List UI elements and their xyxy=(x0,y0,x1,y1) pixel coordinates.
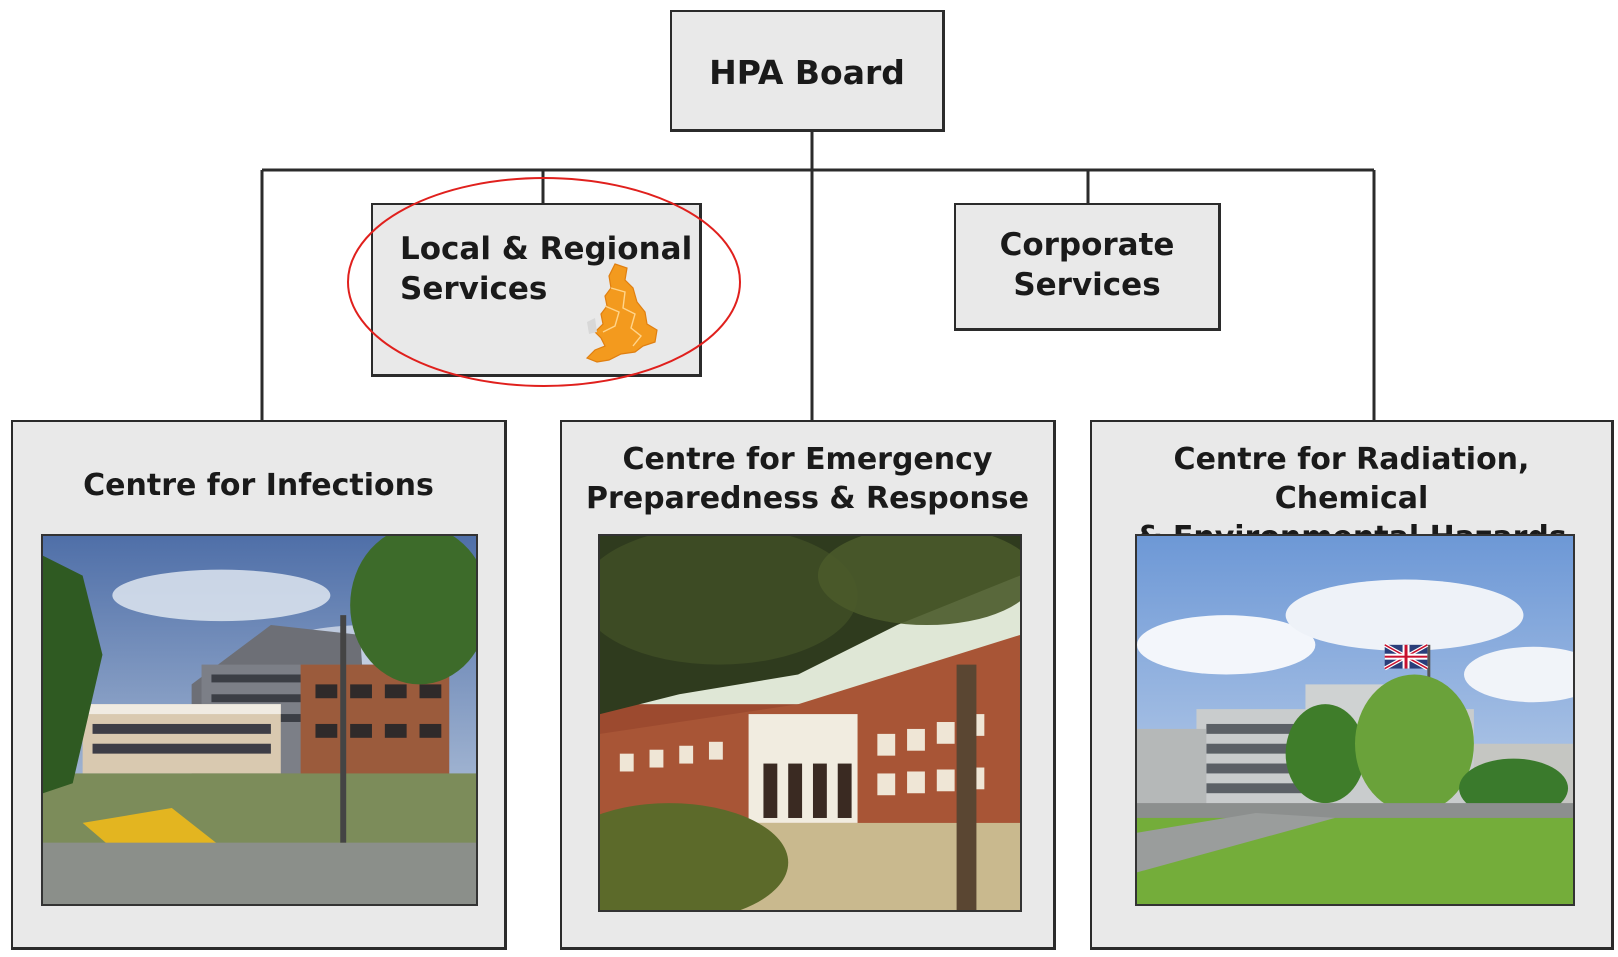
hpa-board-label: HPA Board xyxy=(709,53,905,92)
building-photo xyxy=(598,534,1022,912)
centre-radiation-box: Centre for Radiation, Chemical & Environ… xyxy=(1090,420,1614,950)
england-map-icon xyxy=(585,263,658,363)
centre-emergency-box: Centre for Emergency Preparedness & Resp… xyxy=(560,420,1056,950)
building-photo-with-flag xyxy=(1135,534,1575,906)
building-photo xyxy=(41,534,478,906)
hpa-board-box: HPA Board xyxy=(670,10,945,132)
local-regional-services-box: Local & Regional Services xyxy=(371,203,702,377)
centre-infections-box: Centre for Infections xyxy=(11,420,507,950)
corporate-services-box: Corporate Services xyxy=(954,203,1221,331)
centre-infections-label: Centre for Infections xyxy=(83,468,434,503)
highlight-ellipse xyxy=(347,177,741,387)
local-regional-services-label: Local & Regional Services xyxy=(400,231,693,308)
centre-emergency-label: Centre for Emergency Preparedness & Resp… xyxy=(586,442,1029,516)
corporate-services-label: Corporate Services xyxy=(999,227,1175,304)
